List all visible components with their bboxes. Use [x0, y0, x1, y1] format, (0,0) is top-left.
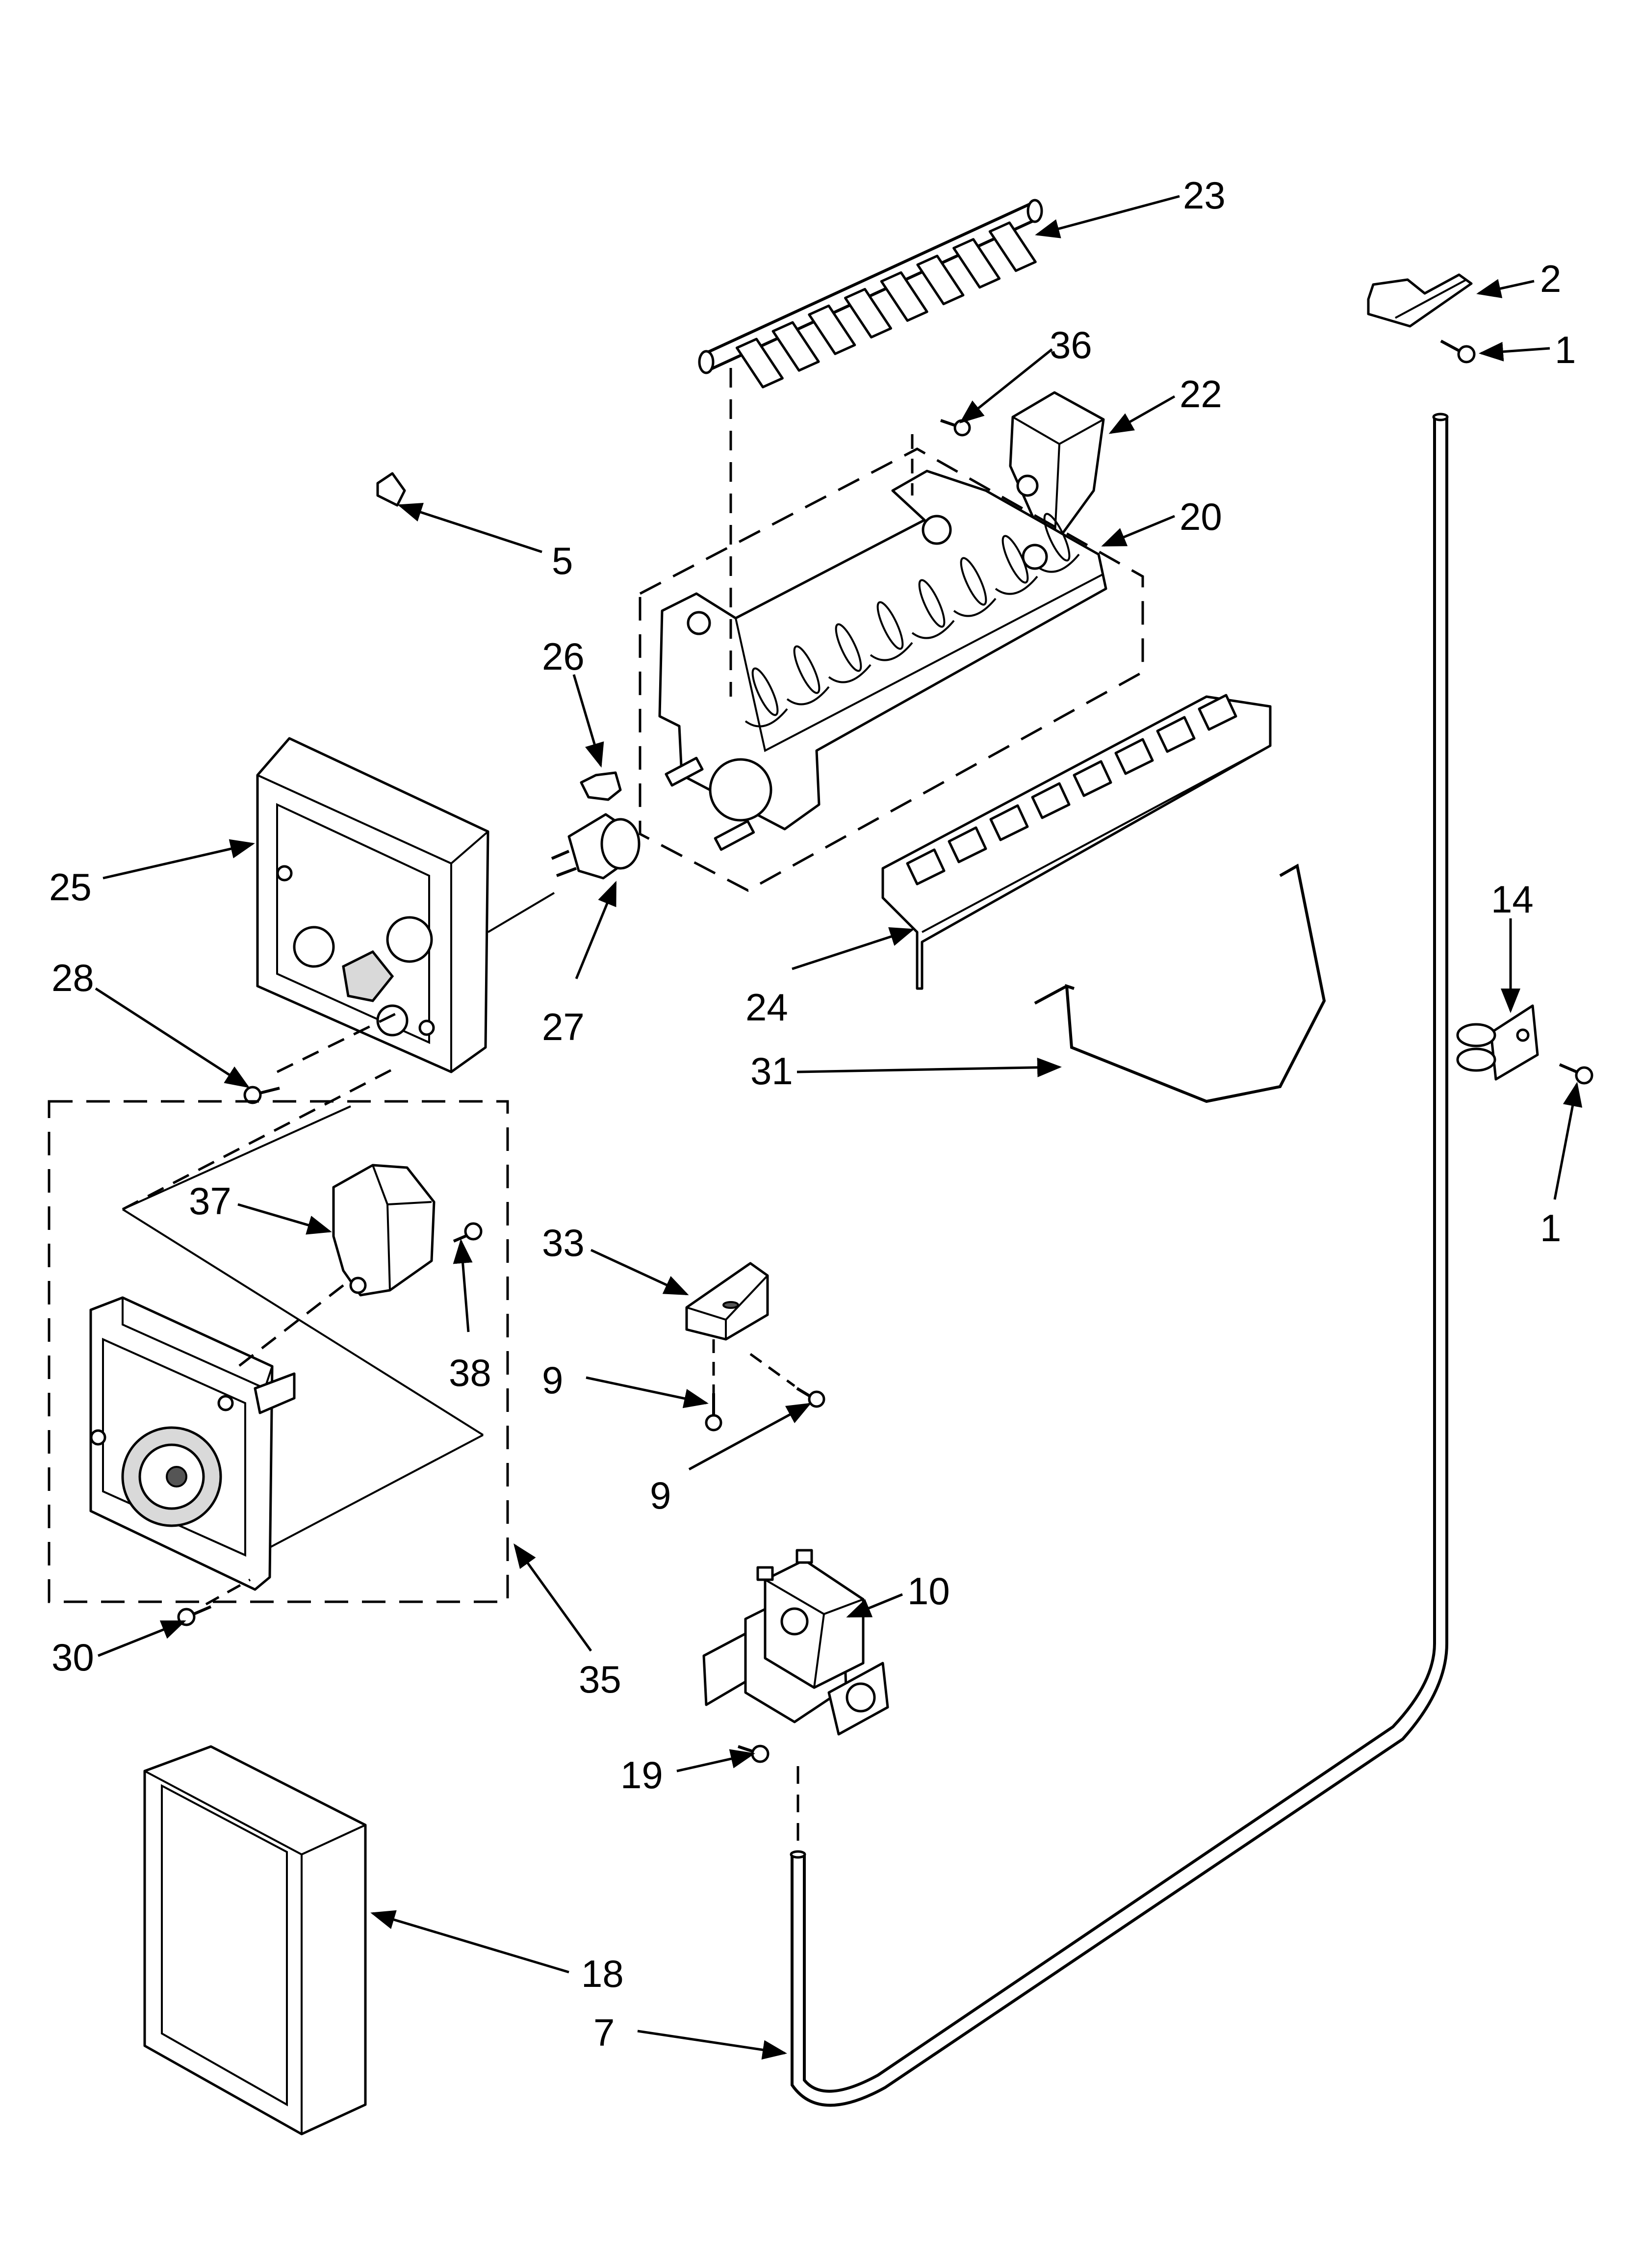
- mold-cavity: [1001, 535, 1029, 584]
- callout-9-b: 9: [650, 1474, 671, 1517]
- ejector-blade: [808, 304, 856, 355]
- part-20-ice-mold: [639, 447, 1144, 892]
- callout-19: 19: [620, 1753, 663, 1797]
- part-24-mold-cover: [881, 694, 1272, 990]
- part-35-module-assembly: [48, 1100, 509, 1603]
- callout-26: 26: [542, 635, 585, 678]
- callout-35: 35: [579, 1658, 621, 1701]
- module-plate: [89, 1296, 296, 1591]
- callout-18: 18: [581, 1952, 624, 1995]
- ejector-blade: [916, 255, 965, 306]
- cover-finger: [906, 848, 946, 886]
- part-28-screw: [243, 1086, 280, 1104]
- callout-23: 23: [1183, 174, 1226, 217]
- part-9-screw-b: [796, 1387, 825, 1408]
- part-18-front-cover: [143, 1745, 367, 2136]
- part-22-fill-cup: [1009, 391, 1105, 546]
- mold-divider: [953, 598, 997, 617]
- part-14-tube-clamp: [1456, 1004, 1539, 1081]
- mold-cavity: [751, 667, 779, 716]
- cover-finger: [1031, 782, 1071, 819]
- mold-divider: [786, 686, 830, 705]
- mold-cavity: [960, 557, 987, 606]
- callout-38: 38: [449, 1351, 491, 1394]
- cover-finger: [1073, 760, 1112, 797]
- callout-2: 2: [1540, 257, 1561, 300]
- mold-divider: [995, 575, 1038, 595]
- part-36-screw: [940, 419, 971, 437]
- mold-divider: [744, 708, 788, 728]
- cover-finger: [948, 826, 987, 863]
- part-1-screw-right: [1559, 1063, 1593, 1085]
- ejector-blade: [988, 221, 1037, 272]
- callout-33: 33: [542, 1221, 585, 1264]
- part-19-screw: [738, 1745, 770, 1763]
- mold-cavity: [918, 579, 946, 628]
- callout-24: 24: [745, 986, 788, 1029]
- cover-finger: [989, 804, 1029, 841]
- mold-divider: [1036, 553, 1080, 573]
- part-10-water-valve: [702, 1549, 889, 1736]
- mold-cavity: [876, 601, 904, 650]
- mold-divider: [828, 664, 872, 683]
- part-7-fill-tube: [790, 413, 1449, 2107]
- callout-9-a: 9: [542, 1358, 563, 1402]
- callout-36: 36: [1050, 323, 1092, 366]
- mold-divider: [870, 642, 913, 661]
- callout-7: 7: [593, 2011, 615, 2054]
- mold-cavity: [835, 623, 862, 672]
- callout-10: 10: [907, 1569, 950, 1613]
- cover-finger: [1114, 738, 1154, 775]
- mold-cavity: [1043, 513, 1071, 562]
- part-30-screw: [177, 1605, 212, 1626]
- callout-37: 37: [189, 1179, 231, 1223]
- callout-27: 27: [542, 1005, 585, 1048]
- cover-finger: [1156, 716, 1196, 753]
- callout-1-top: 1: [1555, 328, 1576, 371]
- ejector-blade: [952, 238, 1001, 289]
- callout-28: 28: [51, 956, 94, 999]
- callout-5: 5: [552, 539, 573, 582]
- callout-22: 22: [1180, 372, 1222, 416]
- part-5-clip: [376, 472, 406, 507]
- part-25-module-housing: [256, 737, 489, 1073]
- part-37-motor: [332, 1164, 436, 1297]
- callout-31: 31: [750, 1049, 793, 1093]
- part-9-screw-a: [705, 1393, 722, 1432]
- ejector-blade: [844, 287, 892, 339]
- callout-20: 20: [1180, 495, 1222, 538]
- callout-1-right: 1: [1540, 1206, 1561, 1250]
- part-2-bracket: [1367, 273, 1473, 328]
- callout-25: 25: [49, 865, 92, 909]
- part-27-thermostat: [551, 813, 641, 880]
- mold-cavity: [793, 645, 821, 694]
- part-26-clip: [580, 771, 622, 801]
- mold-divider: [911, 620, 955, 639]
- ejector-blade: [771, 321, 820, 372]
- cover-finger: [1198, 694, 1237, 731]
- part-31-shutoff-arm: [1034, 863, 1326, 1103]
- callout-14: 14: [1491, 878, 1534, 921]
- ejector-blade: [880, 271, 928, 322]
- callout-30: 30: [51, 1636, 94, 1679]
- ejector-blade: [735, 338, 784, 389]
- part-38-screw: [453, 1222, 483, 1243]
- part-23-ejector-shaft: [698, 199, 1043, 389]
- part-33-bracket: [685, 1262, 769, 1341]
- part-1-screw-top: [1440, 339, 1476, 364]
